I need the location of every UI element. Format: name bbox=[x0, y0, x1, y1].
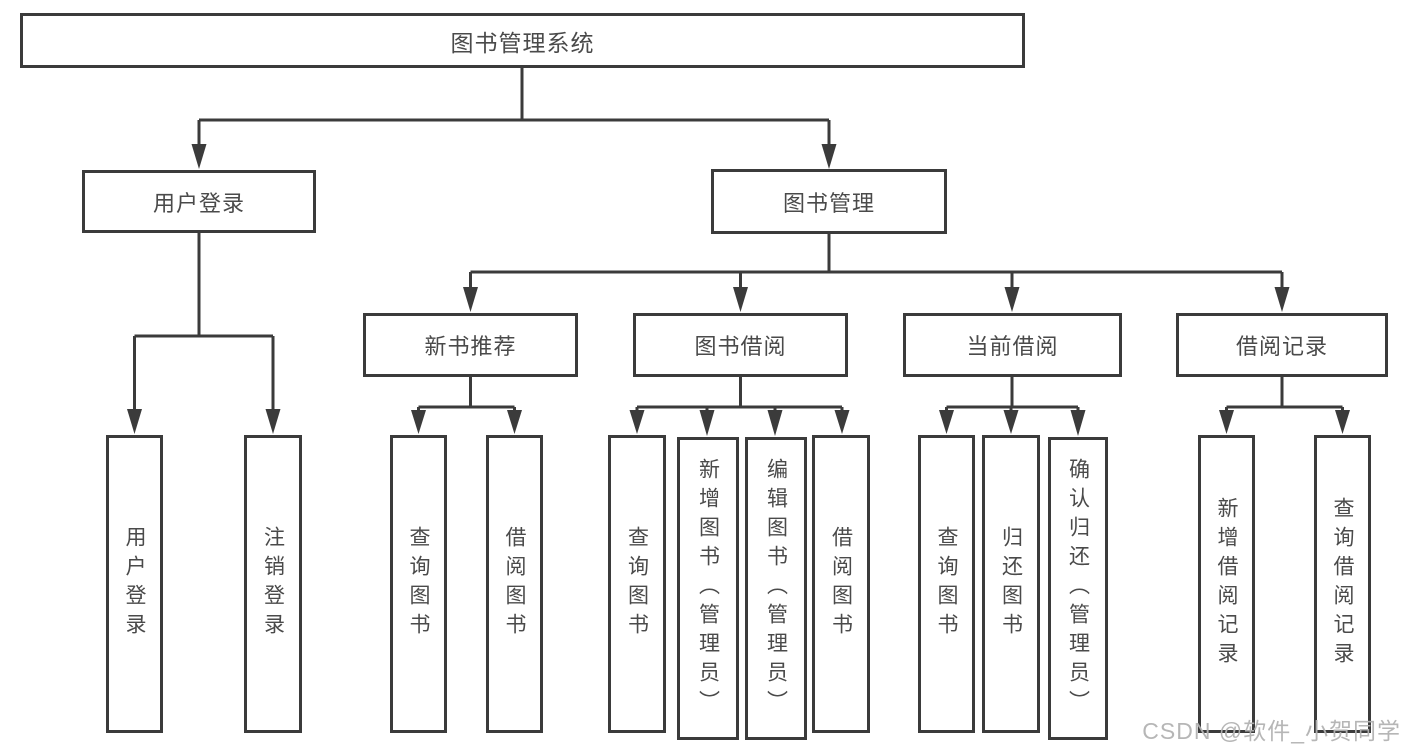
leaf-label: 注销登录 bbox=[261, 526, 285, 642]
leaf-logout: 注销登录 bbox=[244, 435, 302, 733]
leaf-user-login: 用户登录 bbox=[106, 435, 163, 733]
leaf-label: 确认归还（管理员） bbox=[1066, 458, 1090, 719]
node-label: 图书管理 bbox=[782, 190, 875, 216]
leaf-label: 借阅图书 bbox=[503, 526, 526, 642]
leaf-borrow-books-1: 借阅图书 bbox=[486, 435, 543, 733]
node-book-management-branch: 图书管理 bbox=[711, 169, 947, 234]
leaf-query-books-3: 查询图书 bbox=[918, 435, 975, 733]
node-label: 用户登录 bbox=[152, 190, 245, 216]
leaf-label: 用户登录 bbox=[123, 526, 146, 642]
leaf-return-books: 归还图书 bbox=[982, 435, 1040, 733]
node-label: 新书推荐 bbox=[424, 334, 517, 359]
leaf-label: 借阅图书 bbox=[829, 526, 853, 642]
leaf-query-borrow-record: 查询借阅记录 bbox=[1314, 435, 1371, 733]
leaf-add-books-admin: 新增图书（管理员） bbox=[677, 437, 739, 740]
connector-shafts bbox=[133, 68, 1344, 412]
node-borrowing-records: 借阅记录 bbox=[1176, 313, 1388, 377]
leaf-label: 编辑图书（管理员） bbox=[764, 458, 788, 719]
leaf-query-books-2: 查询图书 bbox=[608, 435, 666, 733]
node-label: 图书借阅 bbox=[694, 334, 787, 359]
leaf-query-books-1: 查询图书 bbox=[390, 435, 447, 733]
node-new-book-recommend: 新书推荐 bbox=[363, 313, 578, 377]
leaf-label: 查询图书 bbox=[625, 526, 649, 642]
node-label: 图书管理系统 bbox=[450, 29, 595, 56]
node-current-borrowing: 当前借阅 bbox=[903, 313, 1122, 377]
leaf-edit-books-admin: 编辑图书（管理员） bbox=[745, 437, 807, 740]
csdn-watermark: CSDN @软件_小贺同学 bbox=[1142, 718, 1401, 744]
leaf-borrow-books-2: 借阅图书 bbox=[812, 435, 870, 733]
leaf-label: 查询借阅记录 bbox=[1331, 497, 1354, 671]
node-library-management-system: 图书管理系统 bbox=[20, 13, 1025, 68]
leaf-label: 新增借阅记录 bbox=[1215, 497, 1238, 671]
leaf-confirm-return-admin: 确认归还（管理员） bbox=[1048, 437, 1108, 740]
leaf-label: 新增图书（管理员） bbox=[696, 458, 720, 719]
leaf-label: 查询图书 bbox=[407, 526, 430, 642]
leaf-label: 归还图书 bbox=[999, 526, 1023, 642]
connector-arrowheads bbox=[127, 144, 1350, 436]
leaf-label: 查询图书 bbox=[935, 526, 958, 642]
leaf-add-borrow-record: 新增借阅记录 bbox=[1198, 435, 1255, 733]
node-label: 当前借阅 bbox=[966, 334, 1059, 359]
node-user-login-branch: 用户登录 bbox=[82, 170, 316, 233]
node-label: 借阅记录 bbox=[1235, 334, 1328, 359]
node-book-borrowing: 图书借阅 bbox=[633, 313, 848, 377]
